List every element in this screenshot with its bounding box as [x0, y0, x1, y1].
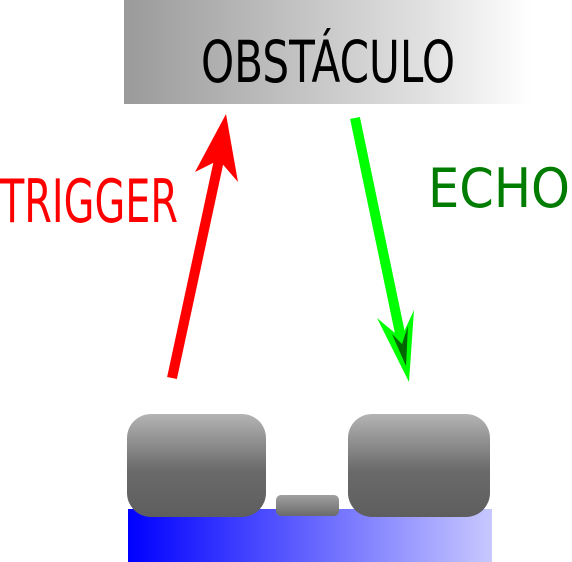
trigger-transducer: [127, 414, 266, 517]
obstacle-label: OBSTÁCULO: [201, 27, 455, 96]
trigger-arrow-icon: [167, 114, 238, 380]
echo-arrow-icon: [350, 116, 414, 382]
sensor-chip: [276, 495, 339, 516]
sensor-board: [128, 509, 492, 562]
trigger-label: TRIGGER: [0, 167, 178, 237]
obstacle-block: [124, 0, 532, 104]
echo-transducer: [348, 414, 490, 517]
echo-label: ECHO: [428, 157, 570, 220]
